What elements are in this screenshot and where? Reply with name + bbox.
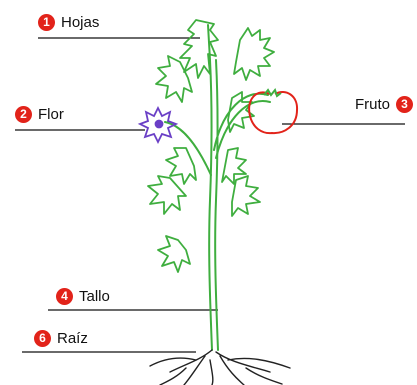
- badge-4: 4: [56, 288, 73, 305]
- label-flor: 2 Flor: [15, 106, 64, 123]
- label-raiz: 6 Raíz: [34, 330, 88, 347]
- fruit: [249, 90, 297, 133]
- badge-3: 3: [396, 96, 413, 113]
- roots: [150, 350, 290, 385]
- label-fruto: Fruto 3: [355, 96, 413, 113]
- badge-6: 6: [34, 330, 51, 347]
- badge-2: 2: [15, 106, 32, 123]
- label-hojas: 1 Hojas: [38, 14, 99, 31]
- label-fruto-text: Fruto: [355, 96, 390, 113]
- badge-1: 1: [38, 14, 55, 31]
- label-hojas-text: Hojas: [61, 14, 99, 31]
- label-tallo-text: Tallo: [79, 288, 110, 305]
- label-flor-text: Flor: [38, 106, 64, 123]
- label-tallo: 4 Tallo: [56, 288, 110, 305]
- flower: [140, 108, 176, 142]
- label-raiz-text: Raíz: [57, 330, 88, 347]
